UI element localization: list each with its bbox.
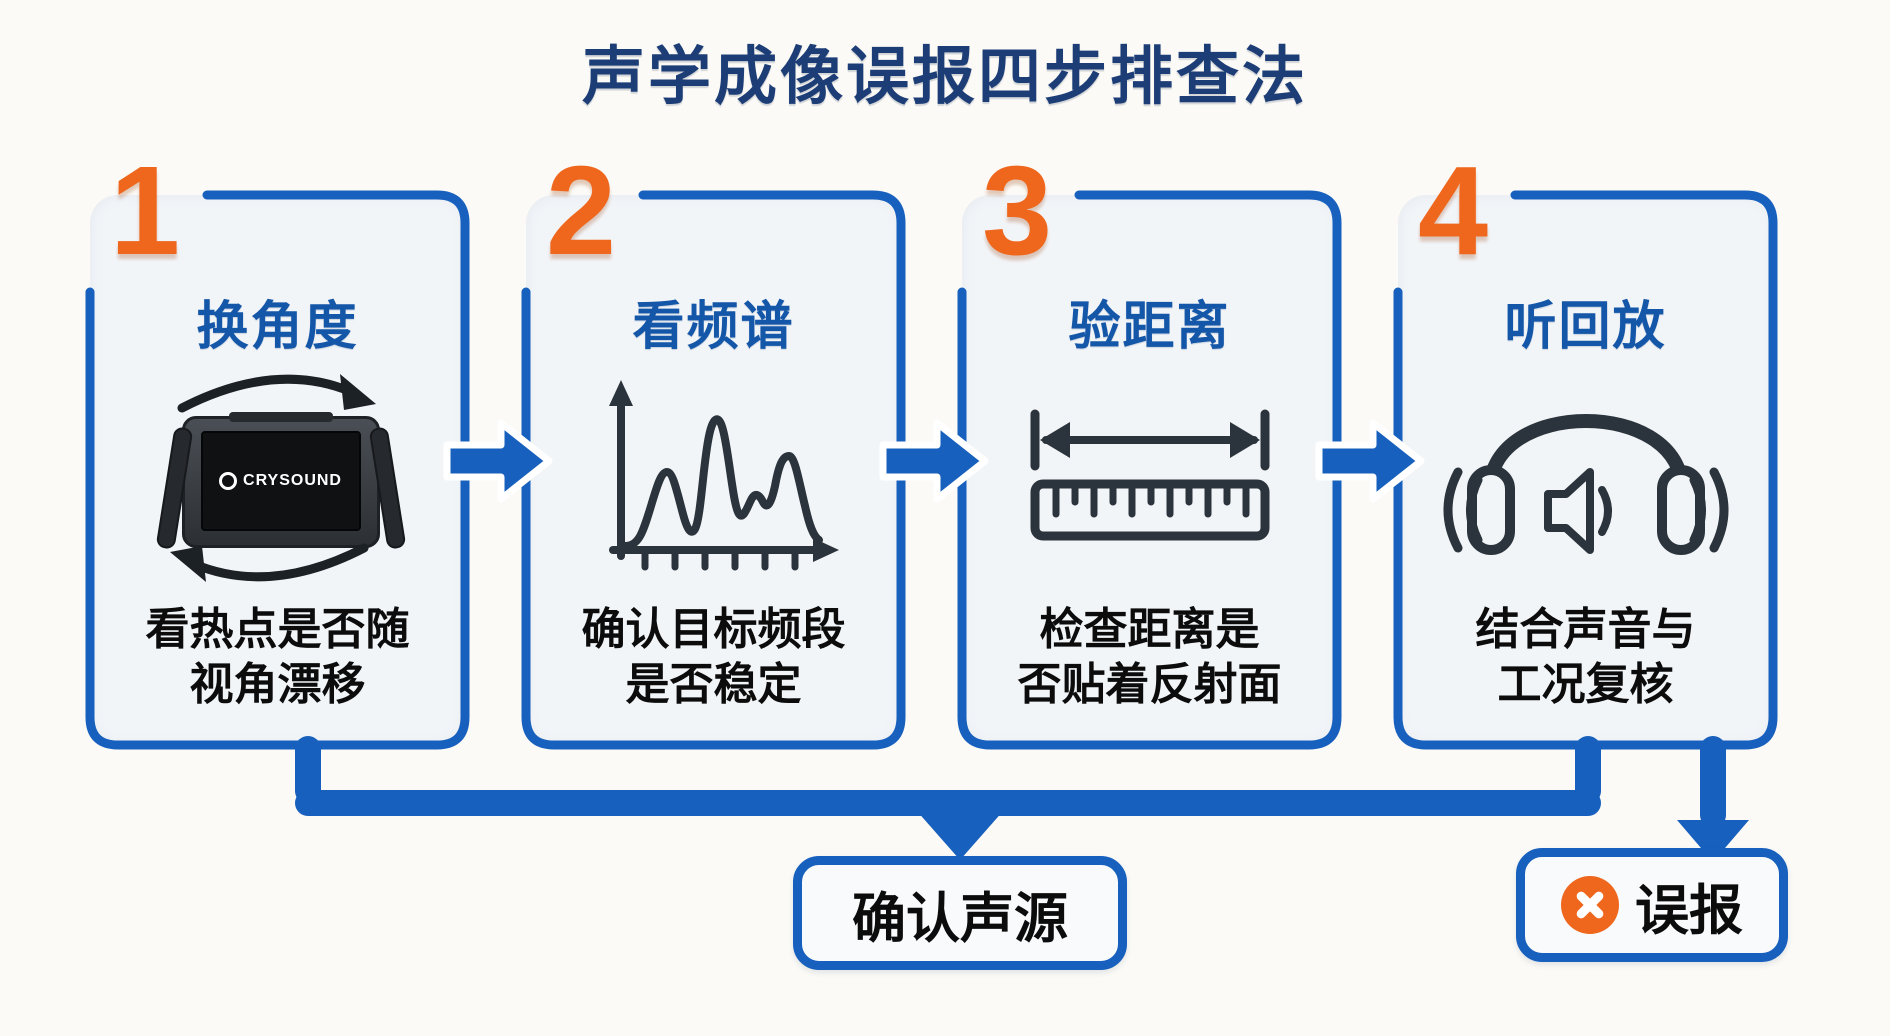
step-card-1: 1 换角度 CRYSOUND xyxy=(85,148,470,750)
ruler-distance-icon xyxy=(1030,409,1269,541)
device-right-strap xyxy=(368,426,406,550)
device-screen: CRYSOUND xyxy=(200,431,361,531)
step-number: 2 xyxy=(545,140,617,281)
step-icon-area xyxy=(957,358,1342,598)
crysound-logo-icon xyxy=(219,472,238,490)
spectrum-chart-icon xyxy=(608,380,839,571)
description-line-1: 检查距离是 xyxy=(1039,605,1260,654)
card-border xyxy=(85,190,470,750)
acoustic-camera-rotate-icon: CRYSOUND xyxy=(148,358,408,598)
flow-arrow-right-icon xyxy=(879,419,989,503)
step-number: 4 xyxy=(1417,140,1489,281)
step-number: 1 xyxy=(109,140,181,281)
card-border xyxy=(521,190,906,750)
step-icon-area xyxy=(1393,358,1778,598)
connector-drop-to-false-alarm xyxy=(1700,736,1726,828)
acoustic-camera-device: CRYSOUND xyxy=(155,412,406,550)
outcome-box-confirm-source: 确认声源 xyxy=(793,856,1127,970)
page-title: 声学成像误报四步排查法 xyxy=(582,42,1308,112)
step-icon-area xyxy=(521,358,906,598)
device-top-vent xyxy=(228,412,333,422)
step-number: 3 xyxy=(981,140,1053,281)
false-alarm-label: 误报 xyxy=(1635,880,1743,941)
description-line-2: 是否稳定 xyxy=(625,660,802,710)
flow-arrow-right-icon xyxy=(443,419,553,503)
step-description: 确认目标频段 是否稳定 xyxy=(521,602,906,713)
step-card-2: 2 看频谱 确认目标频段 是否稳定 xyxy=(521,148,906,750)
outcome-box-false-alarm: 误报 xyxy=(1516,848,1788,962)
step-heading: 听回放 xyxy=(1504,298,1667,356)
step-heading: 验距离 xyxy=(1068,298,1231,356)
description-line-1: 看热点是否随 xyxy=(145,605,410,654)
step-card-3: 3 验距离 检查 xyxy=(957,148,1342,750)
connector-drop-from-step4 xyxy=(1575,736,1601,804)
description-line-2: 工况复核 xyxy=(1497,660,1674,710)
step-description: 结合声音与 工况复核 xyxy=(1393,602,1778,713)
description-line-2: 视角漂移 xyxy=(189,660,366,710)
x-circle-icon xyxy=(1561,876,1619,934)
step-description: 检查距离是 否贴着反射面 xyxy=(957,602,1342,713)
card-background xyxy=(962,195,1337,745)
card-border xyxy=(1393,190,1778,750)
device-brand-label: CRYSOUND xyxy=(243,472,342,489)
step-heading: 看频谱 xyxy=(632,298,795,356)
down-arrowhead-to-confirm-icon xyxy=(916,810,1004,860)
description-line-2: 否贴着反射面 xyxy=(1017,660,1282,710)
step-description: 看热点是否随 视角漂移 xyxy=(85,602,470,713)
step-heading: 换角度 xyxy=(196,298,359,356)
flow-arrow-right-icon xyxy=(1315,419,1425,503)
rotate-counterclockwise-arrow-icon xyxy=(169,543,368,582)
card-background xyxy=(526,195,901,745)
description-line-1: 确认目标频段 xyxy=(581,605,846,654)
device-left-strap xyxy=(155,426,193,550)
headphones-sound-icon xyxy=(1443,414,1728,555)
card-border xyxy=(957,190,1342,750)
step-icon-area: CRYSOUND xyxy=(85,358,470,598)
step-card-4: 4 听回放 结合声音与 工况复核 xyxy=(1393,148,1778,750)
confirm-source-label: 确认声源 xyxy=(852,888,1068,949)
rotate-clockwise-arrow-icon xyxy=(177,374,376,413)
description-line-1: 结合声音与 xyxy=(1475,605,1696,654)
